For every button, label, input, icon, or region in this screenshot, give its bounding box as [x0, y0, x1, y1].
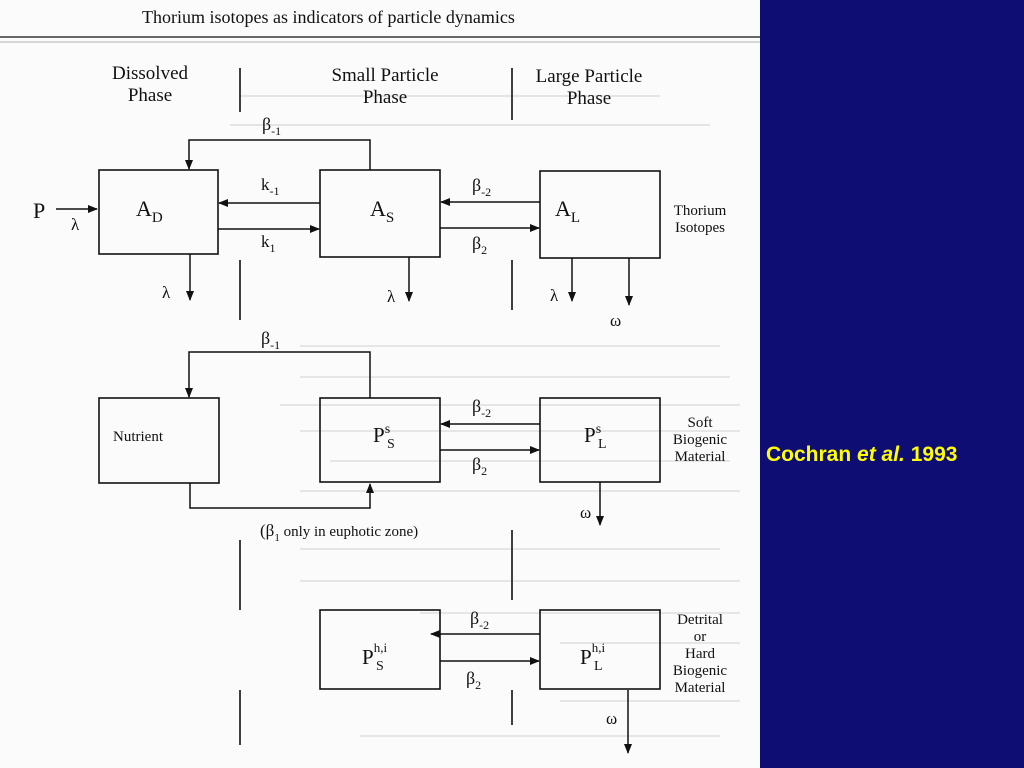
citation-et-al: et al. [857, 443, 905, 466]
top-row-thorium: P λ AD AS AL k-1 k1 β-1 β-2 β2 λ λ λ ω T… [33, 114, 727, 330]
column-dividers [239, 68, 513, 745]
row-label-material: Material [675, 449, 726, 465]
header-large-phase: Phase [567, 88, 611, 109]
row-label-detrital: Detrital [677, 612, 723, 628]
row-label-biogenic-hard: Biogenic [673, 663, 727, 679]
header-small-particle: Small Particle [331, 65, 438, 86]
euphotic-note: (β1 only in euphotic zone) [260, 521, 418, 544]
label-beta-minus-2-mid: β-2 [472, 396, 491, 420]
arrow-beta-minus-1-mid [185, 351, 371, 398]
label-beta-2-top: β2 [472, 233, 487, 257]
scanned-figure: Thorium isotopes as indicators of partic… [0, 7, 760, 754]
label-beta-2-mid: β2 [472, 454, 487, 478]
column-headers: Dissolved Phase Small Particle Phase Lar… [112, 63, 642, 109]
row-label-thorium: Thorium [674, 203, 727, 219]
box-ps-soft [319, 397, 441, 483]
label-beta-minus-1-mid: β-1 [261, 328, 280, 352]
box-a-dissolved [98, 169, 219, 255]
box-a-small [319, 169, 441, 258]
arrow-beta-1-uptake [189, 483, 374, 509]
box-a-large [539, 170, 661, 259]
label-k-minus-1: k-1 [261, 175, 280, 198]
header-large-particle: Large Particle [536, 66, 643, 87]
label-beta-minus-1-top: β-1 [262, 114, 281, 138]
citation: Cochran et al. 1993 [766, 443, 957, 467]
label-a-large: AL [555, 196, 580, 226]
box-pl-hard [539, 609, 661, 690]
citation-authors: Cochran [766, 443, 858, 466]
decay-lambda-large: λ [550, 286, 559, 305]
header-dissolved-phase: Phase [128, 85, 172, 106]
row-label-material-hard: Material [675, 680, 726, 696]
input-rate-lambda: λ [71, 215, 80, 234]
box-ps-hard [319, 609, 441, 690]
label-beta-minus-2-bottom: β-2 [470, 608, 489, 632]
row-label-isotopes: Isotopes [675, 220, 725, 236]
label-nutrient: Nutrient [113, 429, 164, 445]
row-label-or: or [694, 629, 707, 645]
row-label-soft: Soft [687, 415, 713, 431]
label-beta-2-bottom: β2 [466, 668, 481, 692]
blue-side-panel [760, 0, 1024, 768]
sinking-omega-bottom: ω [606, 709, 617, 728]
row-label-biogenic: Biogenic [673, 432, 727, 448]
header-dissolved: Dissolved [112, 63, 189, 84]
citation-year: 1993 [904, 443, 958, 466]
label-beta-minus-2-top: β-2 [472, 175, 491, 199]
arrow-beta-minus-1-top [185, 139, 371, 170]
sinking-omega-mid: ω [580, 503, 591, 522]
label-k-1: k1 [261, 232, 276, 255]
decay-lambda-small: λ [387, 287, 396, 306]
page-title: Thorium isotopes as indicators of partic… [142, 7, 515, 27]
thorium-cycle-diagram: Thorium isotopes as indicators of partic… [0, 7, 760, 754]
label-a-dissolved: AD [136, 196, 163, 226]
row-label-hard: Hard [685, 646, 715, 662]
source-p: P [33, 198, 45, 223]
sinking-omega-top: ω [610, 311, 621, 330]
bleed-through-texture [230, 95, 740, 737]
label-a-small: AS [370, 196, 394, 226]
header-small-phase: Phase [363, 87, 407, 108]
box-nutrient [98, 397, 220, 484]
decay-lambda-dissolved: λ [162, 283, 171, 302]
